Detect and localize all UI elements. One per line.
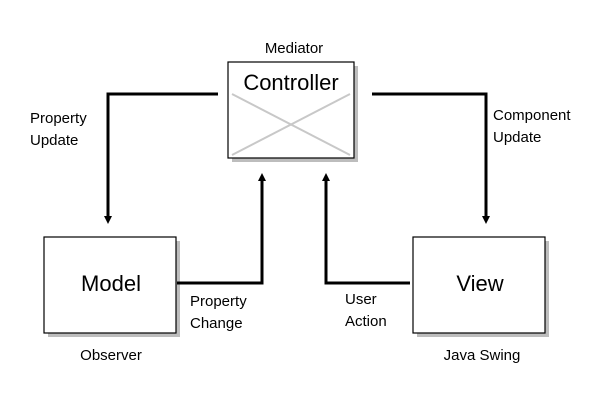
view-label: View — [456, 271, 503, 296]
edge-label-property-change-1: Property — [190, 293, 247, 310]
model-box — [43, 236, 177, 334]
edge-label-property-update-1: Property — [30, 110, 87, 127]
edge-label-property-change-2: Change — [190, 315, 243, 332]
view-role-caption: Java Swing — [444, 347, 521, 364]
arrow-model-to-controller — [177, 173, 266, 285]
controller-cross-line-2 — [231, 93, 351, 156]
controller-box — [227, 61, 355, 159]
edge-label-property-update-2: Update — [30, 132, 78, 149]
edge-label-component-update-2: Update — [493, 129, 541, 146]
edge-label-component-update-1: Component — [493, 107, 571, 124]
controller-label: Controller — [243, 70, 338, 95]
controller-node: Controller — [227, 61, 355, 159]
arrow-view-to-controller — [322, 173, 410, 285]
view-box — [412, 236, 546, 334]
arrow-controller-to-view — [372, 92, 490, 224]
view-node: View — [412, 236, 546, 334]
edge-label-user-action-2: Action — [345, 313, 387, 330]
model-role-caption: Observer — [80, 347, 142, 364]
edge-label-user-action-1: User — [345, 291, 377, 308]
model-label: Model — [81, 271, 141, 296]
arrow-controller-to-model — [104, 92, 218, 224]
model-node: Model — [43, 236, 177, 334]
controller-role-caption: Mediator — [265, 40, 323, 57]
